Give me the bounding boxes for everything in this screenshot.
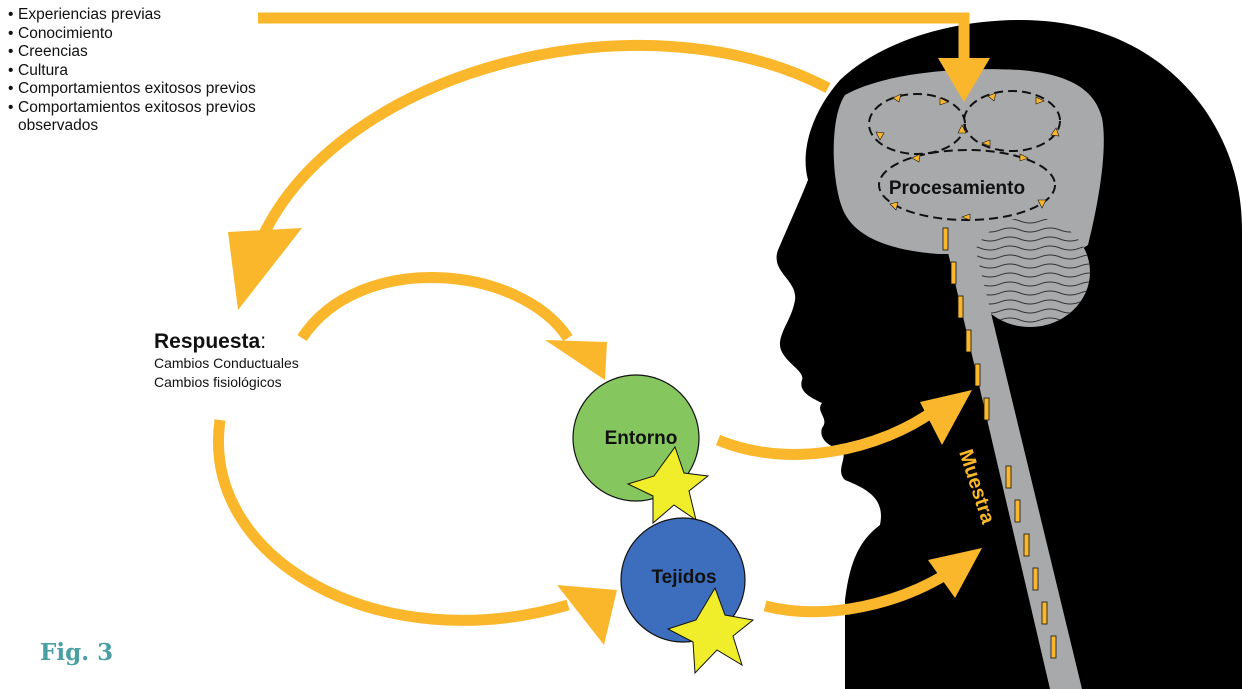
- spinal-cord: [940, 218, 1082, 689]
- list-item: Cultura: [8, 62, 318, 81]
- environment-label: Entorno: [605, 428, 678, 449]
- response-colon: :: [260, 330, 267, 353]
- response-block: Respuesta: Cambios Conductuales Cambios …: [154, 330, 299, 392]
- flow-arrows: [213, 12, 970, 626]
- response-line-physiological: Cambios fisiológicos: [154, 374, 282, 390]
- processing-label: Procesamiento: [889, 178, 1025, 199]
- environment-star-icon: [626, 445, 710, 525]
- list-item: Comportamientos exitosos previos observa…: [8, 99, 318, 136]
- loop-arrowheads: [875, 92, 1060, 221]
- tissues-label: Tejidos: [651, 567, 716, 588]
- response-to-tissues-arrow: [213, 419, 570, 626]
- processing-loops: [868, 90, 1061, 221]
- feedback-arrow: [257, 39, 831, 241]
- response-title: Respuesta: [154, 330, 261, 353]
- arrowheads: [228, 58, 990, 645]
- list-item: Comportamientos exitosos previos: [8, 80, 318, 99]
- tissues-to-brain-arrow: [763, 570, 948, 618]
- input-arrow: [258, 12, 970, 60]
- response-to-environment-arrow: [297, 272, 573, 342]
- figure-label: Fig. 3: [40, 639, 114, 666]
- prior-factors-list: Experiencias previas Conocimiento Creenc…: [8, 6, 318, 136]
- list-item: Experiencias previas: [8, 6, 318, 25]
- ascending-signal: [942, 227, 1057, 659]
- cerebellum-hatch: [970, 217, 1090, 327]
- list-item: Conocimiento: [8, 25, 318, 44]
- environment-to-brain-arrow: [715, 405, 939, 460]
- response-line-behavioral: Cambios Conductuales: [154, 355, 299, 371]
- list-item: Creencias: [8, 43, 318, 62]
- tissues-star-icon: [666, 586, 755, 675]
